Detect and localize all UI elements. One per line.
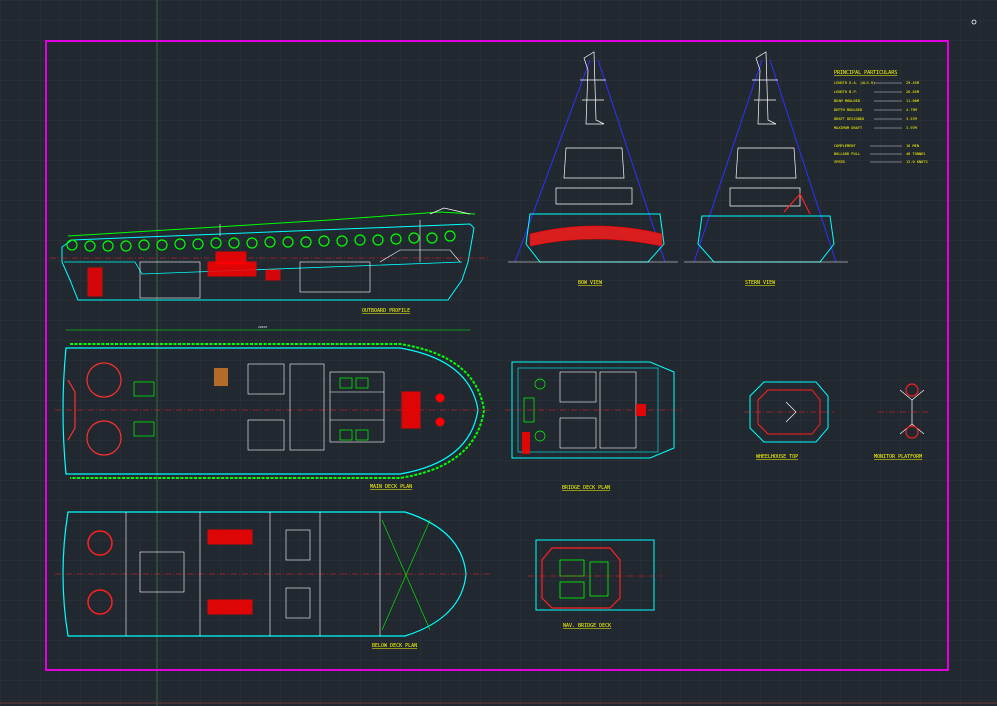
bow-mast [580,51,606,125]
main-engines [207,529,253,615]
bow-view-title: BOW VIEW [578,280,603,286]
below-deck-plan-view[interactable]: BELOW DECK PLAN [55,511,490,649]
particular-label: LENGTH O.A. (ALS.H) [834,81,875,85]
particular-label: BOLLARD PULL [834,152,860,156]
particular-value: 40 TONNES [906,152,925,156]
stern-mast [752,51,778,125]
bow-mast-stays [514,59,666,263]
stern-winches [86,362,122,456]
profile-hull [61,223,475,301]
wheelhouse-top-outline [749,381,829,443]
main-deck-plan-view[interactable]: 29450 MAIN DECK PLAN [55,325,490,490]
bow-superstructure [555,147,633,205]
particular-label: LENGTH B.P. [834,90,858,94]
particular-value: 3.57M [906,117,918,121]
deck-houses [247,363,385,451]
profile-bulwark [64,261,463,275]
wheelhouse-top-inner [757,389,821,435]
stern-roller [67,379,76,441]
bow-windlass [401,391,445,429]
particulars-rows: LENGTH O.A. (ALS.H) 29.45M LENGTH B.P. 2… [834,81,920,130]
profile-engine-machinery [87,251,281,297]
bridge-deck-plan-view[interactable]: BRIDGE DECK PLAN [505,361,682,491]
monitor-platform-title: MONITOR PLATFORM [874,454,922,460]
wheelhouse-top-view[interactable]: WHEELHOUSE TOP [744,381,834,460]
particular-label: MAXIMUM DRAFT [834,126,863,130]
particular-value: 26.05M [906,90,920,94]
monitor-platform-view[interactable]: MONITOR PLATFORM [874,383,930,460]
nav-bridge-deck-title: NAV. BRIDGE DECK [563,623,611,629]
particular-label: SPEED [834,160,845,164]
nav-bridge-deck-view[interactable]: NAV. BRIDGE DECK [528,539,662,629]
stern-superstructure [729,147,801,207]
principal-particulars-table: PRINCIPAL PARTICULARS LENGTH O.A. (ALS.H… [834,70,928,164]
particular-value: 16 MEN [906,144,919,148]
fire-monitors [905,383,919,439]
main-deck-fender-belt [70,343,486,479]
outboard-profile-title: OUTBOARD PROFILE [362,308,410,314]
hatch-cover [214,368,228,386]
wheelhouse-top-mast [785,401,797,423]
stern-view[interactable]: STERN VIEW [684,51,848,286]
below-deck-hull-outline [62,511,467,637]
wheelhouse-top-title: WHEELHOUSE TOP [756,454,798,460]
particular-value: 12.0 KNOTS [906,160,928,164]
particular-label: COMPLEMENT [834,144,856,148]
particulars-rows-2: COMPLEMENT 16 MEN BOLLARD PULL 40 TONNES… [834,144,928,164]
bridge-deck-outline [511,361,675,459]
profile-superstructure [139,220,461,299]
particular-value: 11.00M [906,99,920,103]
drawing-frame [45,40,949,671]
stern-crane [783,192,811,215]
outboard-profile-view[interactable]: OUTBOARD PROFILE [50,207,490,314]
particular-label: DEPTH MOULDED [834,108,862,112]
below-deck-plan-title: BELOW DECK PLAN [372,643,417,649]
deck-fittings [133,377,369,441]
particular-value: 3.97M [906,126,918,130]
nav-bridge-wheelhouse [541,547,621,609]
bow-fender [529,225,663,247]
particulars-title: PRINCIPAL PARTICULARS [834,70,897,76]
below-deck-compartments [125,512,381,636]
stern-view-title: STERN VIEW [745,280,776,286]
main-deck-dimension: 29450 [258,325,267,329]
particular-value: 4.75M [906,108,918,112]
stern-mast-stays [693,59,837,263]
particular-label: DRAFT DESIGNED [834,117,864,121]
particular-label: BEAM MOULDED [834,99,860,103]
bridge-deck-fittings [523,378,546,442]
main-deck-plan-title: MAIN DECK PLAN [370,484,412,490]
particular-value: 29.45M [906,81,920,85]
bow-compartment-cross [381,519,431,631]
propulsion-units [87,530,113,615]
crosshair-marker [971,19,977,25]
main-deck-hull-outline [62,347,479,475]
bow-view[interactable]: BOW VIEW [508,51,678,286]
profile-sheer [67,211,476,237]
profile-mast [429,207,471,215]
bridge-deck-plan-title: BRIDGE DECK PLAN [562,485,610,491]
bridge-deck-red-fittings [522,404,646,454]
nav-bridge-outline [535,539,655,611]
profile-fender-row [66,230,456,252]
